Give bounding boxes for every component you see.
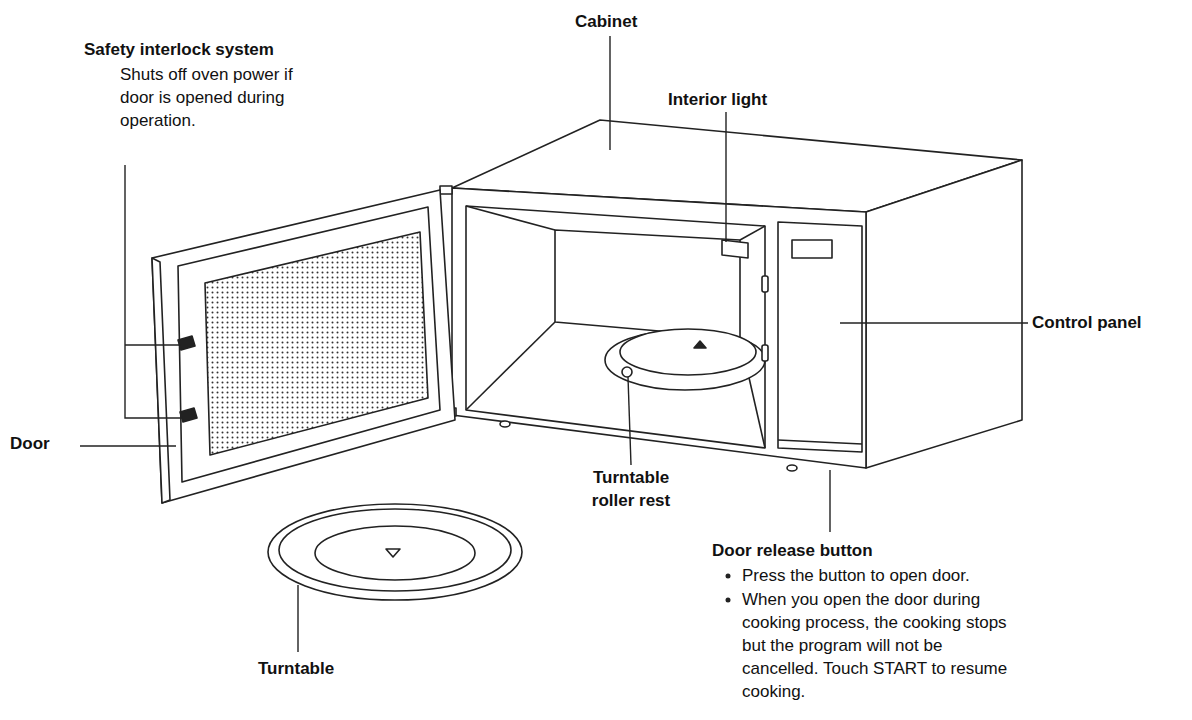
roller-rest xyxy=(622,367,632,377)
cavity-edge xyxy=(466,322,555,410)
leader-line xyxy=(628,377,631,465)
part-name: Door xyxy=(10,432,80,455)
foot xyxy=(500,421,510,427)
leader-line xyxy=(829,470,830,532)
part-name: Interior light xyxy=(668,88,798,111)
leader-line xyxy=(609,36,610,150)
leader-line xyxy=(725,112,726,242)
interior-light xyxy=(722,240,748,258)
door xyxy=(152,190,455,503)
hinge xyxy=(440,186,452,194)
oven-cavity xyxy=(466,206,765,448)
door-release-button xyxy=(778,440,862,444)
cabinet-front xyxy=(452,188,866,468)
door-window-mesh xyxy=(205,232,428,455)
part-name: Turntable xyxy=(258,657,368,680)
leader-line xyxy=(840,322,1028,323)
cavity-edge xyxy=(740,226,765,240)
turntable-rim xyxy=(279,509,511,591)
leader-line xyxy=(297,585,298,652)
control-panel xyxy=(778,222,862,452)
leader-line xyxy=(125,344,181,345)
interlock-hook xyxy=(180,408,197,422)
turntable-mark xyxy=(386,549,400,557)
cabinet-side xyxy=(866,160,1022,468)
roller-ring xyxy=(605,330,765,390)
leader-line xyxy=(80,445,176,446)
door-edge xyxy=(152,258,170,503)
latch-slot xyxy=(762,345,768,361)
leader-line xyxy=(125,165,183,418)
door-frame xyxy=(178,207,440,482)
display-window xyxy=(792,240,832,258)
latch-slot xyxy=(762,276,768,292)
turntable-hub xyxy=(694,341,706,348)
turntable-plate xyxy=(268,504,522,600)
part-note: Press the button to open door. xyxy=(742,564,1042,587)
part-note: Shuts off oven power if door is opened d… xyxy=(120,63,320,132)
part-name: Cabinet xyxy=(575,10,685,33)
part-note: When you open the door during cooking pr… xyxy=(742,588,1014,703)
interlock-hook xyxy=(178,336,195,350)
part-name: Turntable roller rest xyxy=(572,466,690,512)
foot xyxy=(787,465,797,471)
cavity-edge xyxy=(466,206,555,230)
cavity-back-wall xyxy=(555,230,740,338)
inner-turntable xyxy=(620,329,756,375)
part-name: Safety interlock system xyxy=(84,38,344,61)
part-name: Door release button xyxy=(712,539,932,562)
turntable-center xyxy=(315,526,475,580)
bullet xyxy=(726,574,731,579)
bullet xyxy=(726,598,731,603)
part-name: Control panel xyxy=(1032,311,1182,334)
